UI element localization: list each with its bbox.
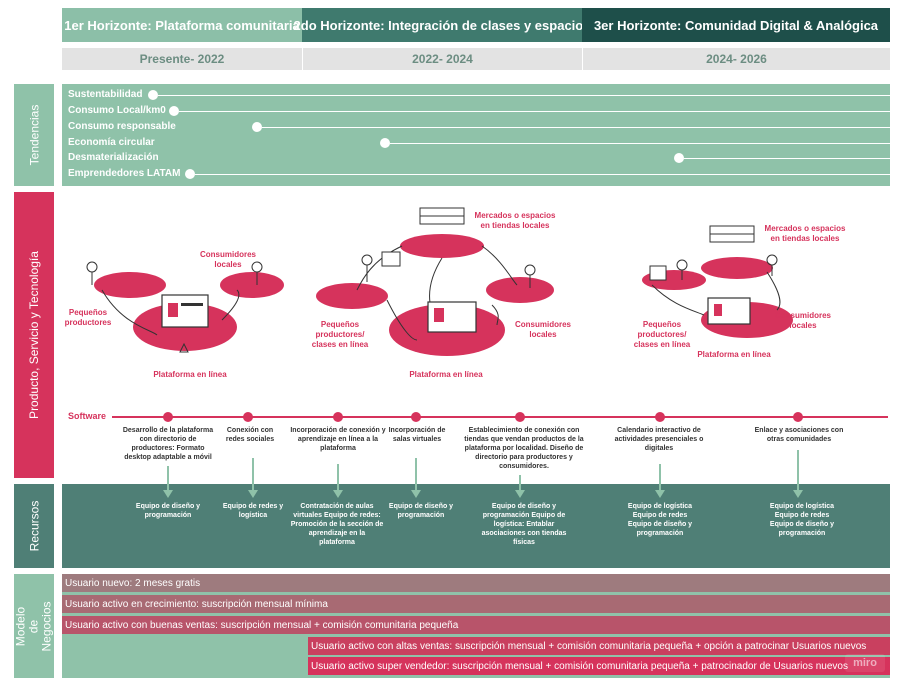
software-milestone-3: Incorporación de conexión y aprendizaje … xyxy=(290,427,386,452)
side-label-tendencias: Tendencias xyxy=(14,84,54,186)
resource-3: Contratación de aulas virtuales Equipo d… xyxy=(290,503,384,546)
trend-marker xyxy=(251,122,262,132)
software-milestone-dot xyxy=(411,412,421,422)
horizon-3-illustration xyxy=(642,225,793,338)
resource-6: Equipo de logística Equipo de redes Equi… xyxy=(627,503,693,537)
resource-arrow-head xyxy=(515,490,525,498)
miro-watermark: miro xyxy=(845,654,885,672)
trend-marker xyxy=(673,153,684,163)
software-milestone-7: Enlace y asociaciones con otras comunida… xyxy=(754,427,844,443)
horizon-1-title: 1er Horizonte: Plataforma comunitaria xyxy=(62,8,302,42)
island-consumers xyxy=(220,272,284,298)
software-milestone-dot xyxy=(333,412,343,422)
resource-arrow xyxy=(797,450,799,490)
trend-marker xyxy=(168,106,179,116)
h3-mercados-label: Mercados o espacios en tiendas locales xyxy=(764,224,846,243)
software-milestone-dot xyxy=(655,412,665,422)
resource-4: Equipo de diseño y programación xyxy=(388,503,454,519)
software-milestone-2: Conexión con redes sociales xyxy=(225,427,275,443)
island-consumers xyxy=(486,277,554,303)
h2-mercados-label: Mercados o espacios en tiendas locales xyxy=(474,211,556,230)
island-market xyxy=(400,234,484,258)
trend-line xyxy=(178,111,890,112)
resource-5: Equipo de diseño y programación Equipo d… xyxy=(481,503,567,546)
island-producers xyxy=(316,283,388,309)
horizon-2-period: 2022- 2024 xyxy=(302,48,582,70)
trend-label: Sustentabilidad xyxy=(68,89,143,100)
business-tier-1: Usuario nuevo: 2 meses gratis xyxy=(62,574,890,592)
side-label-modelo: Modelo de Negocios xyxy=(14,574,54,678)
resource-arrow-head xyxy=(163,490,173,498)
side-label-recursos: Recursos xyxy=(14,484,54,568)
h1-plataforma-label: Plataforma en línea xyxy=(153,370,227,379)
resource-arrow xyxy=(167,466,169,490)
horizon-2-title: 2do Horizonte: Integración de clases y e… xyxy=(294,8,590,42)
trend-marker xyxy=(148,90,159,100)
trend-label: Consumo responsable xyxy=(68,121,176,132)
resource-arrow-head xyxy=(411,490,421,498)
resource-2: Equipo de redes y logística xyxy=(222,503,284,519)
trend-label: Desmaterialización xyxy=(68,152,159,163)
software-timeline xyxy=(112,416,888,418)
trend-label: Emprendedores LATAM xyxy=(68,168,181,179)
island-market xyxy=(701,257,773,279)
h2-consumidores-label: Consumidores locales xyxy=(514,320,571,339)
trend-line xyxy=(195,174,890,175)
trends-panel xyxy=(62,84,890,186)
h3-consumidores-label: Consumidores locales xyxy=(774,311,831,330)
horizon-2-illustration xyxy=(316,207,554,356)
trend-label: Economía circular xyxy=(68,137,155,148)
horizon-3-title: 3er Horizonte: Comunidad Digital & Analó… xyxy=(582,8,890,42)
business-tier-4: Usuario activo con altas ventas: suscrip… xyxy=(308,637,890,655)
side-label-producto: Producto, Servicio y Tecnología xyxy=(14,192,54,478)
trend-line xyxy=(261,127,890,128)
resources-panel xyxy=(62,484,890,568)
trend-line xyxy=(683,158,890,159)
software-milestone-4: Incorporación de salas virtuales xyxy=(388,427,446,443)
resource-arrow xyxy=(659,464,661,490)
trend-label: Consumo Local/km0 xyxy=(68,105,166,116)
software-milestone-5: Establecimiento de conexión con tiendas … xyxy=(464,427,584,470)
software-milestone-dot xyxy=(163,412,173,422)
software-milestone-1: Desarrollo de la plataforma con director… xyxy=(122,427,214,461)
h1-productores-label: Pequeños productores xyxy=(64,308,112,327)
horizon-1-period: Presente- 2022 xyxy=(62,48,302,70)
h2-productores-label: Pequeños productores/ clases en línea xyxy=(311,320,369,349)
resource-7: Equipo de logística Equipo de redes Equi… xyxy=(769,503,835,537)
software-label: Software xyxy=(68,411,107,421)
h1-consumidores-label: Consumidores locales xyxy=(199,250,256,269)
resource-arrow-head xyxy=(793,490,803,498)
trend-line xyxy=(158,95,890,96)
resource-arrow-head xyxy=(248,490,258,498)
business-tier-3: Usuario activo con buenas ventas: suscri… xyxy=(62,616,890,634)
resource-1: Equipo de diseño y programación xyxy=(135,503,201,519)
island-producers xyxy=(94,272,166,298)
software-milestone-dot xyxy=(515,412,525,422)
resource-arrow xyxy=(519,475,521,490)
trend-line xyxy=(389,143,890,144)
business-tier-2: Usuario activo en crecimiento: suscripci… xyxy=(62,595,890,613)
horizon-3-period: 2024- 2026 xyxy=(582,48,890,70)
resource-arrow-head xyxy=(333,490,343,498)
resource-arrow xyxy=(337,464,339,490)
trend-marker xyxy=(185,169,196,179)
horizon-1-illustration xyxy=(86,261,284,353)
resource-arrow xyxy=(252,458,254,490)
h3-plataforma-label: Plataforma en línea xyxy=(697,350,771,359)
resource-arrow xyxy=(415,458,417,490)
software-milestone-dot xyxy=(793,412,803,422)
trend-marker xyxy=(379,138,390,148)
h3-productores-label: Pequeños productores/ clases en línea xyxy=(633,320,691,349)
software-milestone-6: Calendario interactivo de actividades pr… xyxy=(614,427,704,452)
resource-arrow-head xyxy=(655,490,665,498)
business-tier-5: Usuario activo super vendedor: suscripci… xyxy=(308,657,890,675)
software-milestone-dot xyxy=(243,412,253,422)
h2-plataforma-label: Plataforma en línea xyxy=(409,370,483,379)
